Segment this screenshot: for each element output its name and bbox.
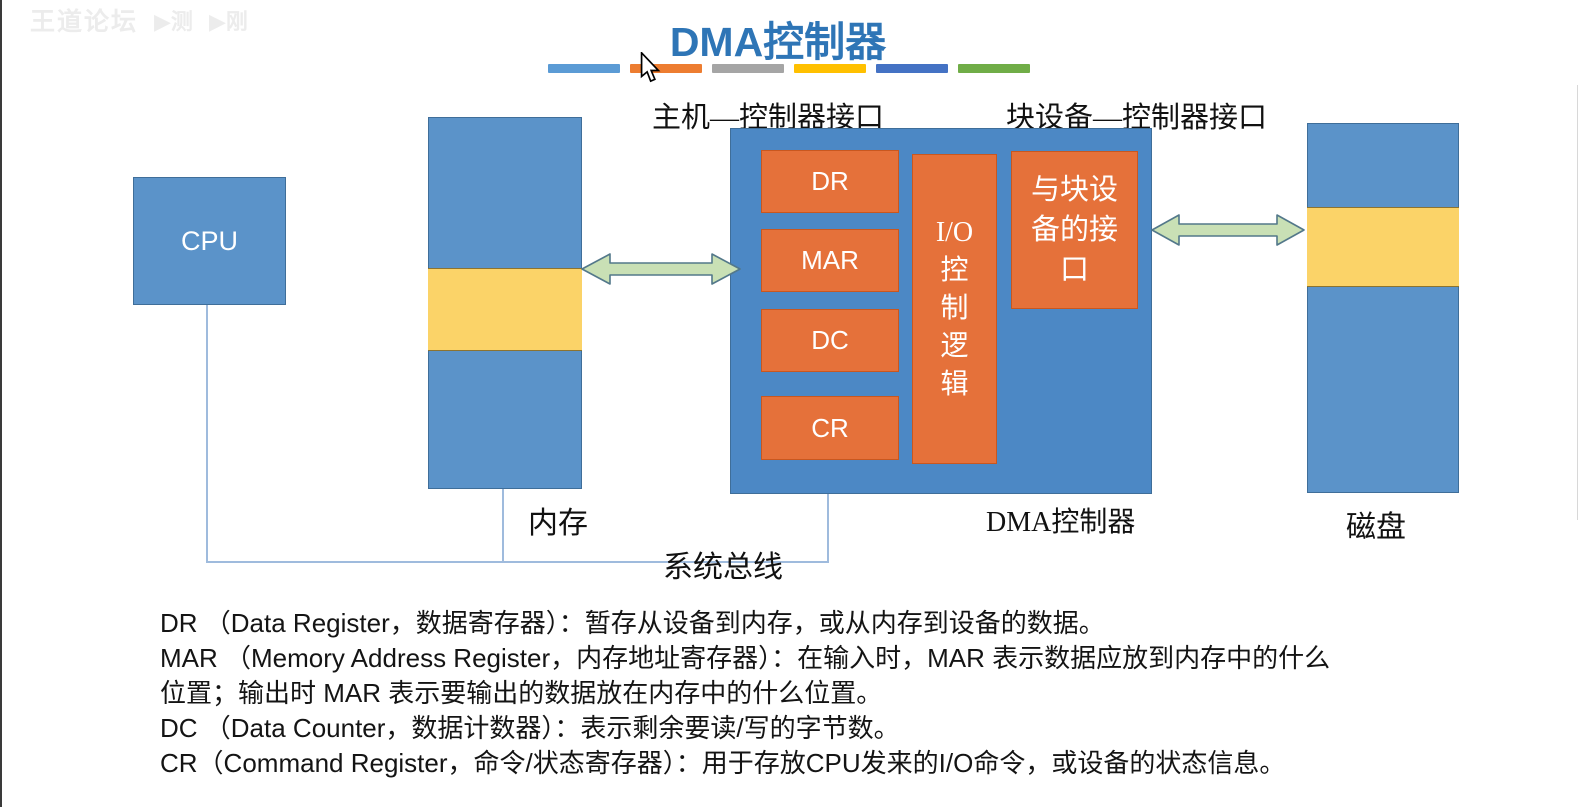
dma-bus-line	[827, 494, 829, 563]
watermark: 王道论坛 ▶测 ▶刚	[30, 2, 248, 38]
disk-box	[1307, 123, 1459, 493]
play-icon: ▶刚	[208, 9, 248, 34]
dma-disk-arrow-icon	[1151, 214, 1305, 246]
system-bus-line	[206, 561, 829, 563]
disk-label: 磁盘	[1346, 511, 1406, 544]
io-control-logic-box: I/O 控 制 逻 辑	[912, 154, 997, 464]
io-logic-line: 制	[940, 293, 969, 324]
watermark-text: 王道论坛	[30, 8, 139, 36]
accent-dash-orange	[630, 64, 702, 73]
memory-box	[428, 117, 582, 489]
note-dr: DR （Data Register，数据寄存器）：暂存从设备到内存，或从内存到设…	[160, 608, 1105, 638]
cpu-bus-line	[206, 305, 208, 563]
register-cr: CR	[761, 396, 899, 460]
cpu-box: CPU	[133, 177, 286, 305]
accent-dash-green	[958, 64, 1030, 73]
device-interface-line: 备的接	[1030, 214, 1118, 246]
disk-buffer-band	[1307, 207, 1459, 287]
io-logic-line: 控	[940, 255, 969, 286]
memory-dma-arrow-icon	[581, 253, 741, 285]
left-edge-line	[0, 0, 2, 807]
io-logic-line: I/O	[935, 217, 974, 248]
register-dc: DC	[761, 309, 899, 372]
dma-controller-label: DMA控制器	[986, 507, 1136, 538]
note-dc: DC （Data Counter，数据计数器）：表示剩余要读/写的字节数。	[160, 713, 900, 743]
mouse-cursor-icon	[640, 52, 661, 83]
register-dr: DR	[761, 150, 899, 213]
accent-dash-yellow	[794, 64, 866, 73]
memory-bus-line	[502, 489, 504, 563]
dma-controller-box: DR MAR DC CR I/O 控 制 逻 辑 与块设 备的接 口	[730, 128, 1152, 494]
register-notes: DR （Data Register，数据寄存器）：暂存从设备到内存，或从内存到设…	[160, 606, 1330, 781]
note-mar-cont: 位置；输出时 MAR 表示要输出的数据放在内存中的什么位置。	[160, 678, 883, 708]
note-mar: MAR （Memory Address Register，内存地址寄存器）：在输…	[160, 643, 1331, 673]
block-device-interface-box: 与块设 备的接 口	[1011, 151, 1138, 309]
io-logic-line: 逻	[940, 331, 969, 362]
play-icon: ▶测	[154, 9, 193, 34]
device-interface-line: 口	[1059, 254, 1089, 286]
memory-buffer-band	[428, 268, 582, 351]
system-bus-label: 系统总线	[663, 551, 783, 584]
device-interface-line: 与块设	[1030, 174, 1118, 206]
page-title: DMA控制器	[669, 19, 887, 65]
right-edge-line	[1577, 85, 1578, 520]
register-mar: MAR	[761, 229, 899, 292]
accent-dash-blue	[548, 64, 620, 73]
accent-dash-darkblue	[876, 64, 948, 73]
memory-label: 内存	[528, 507, 588, 540]
accent-dash-row	[548, 64, 1030, 73]
accent-dash-gray	[712, 64, 784, 73]
note-cr: CR（Command Register，命令/状态寄存器）：用于存放CPU发来的…	[160, 748, 1286, 778]
io-logic-line: 辑	[940, 369, 969, 400]
